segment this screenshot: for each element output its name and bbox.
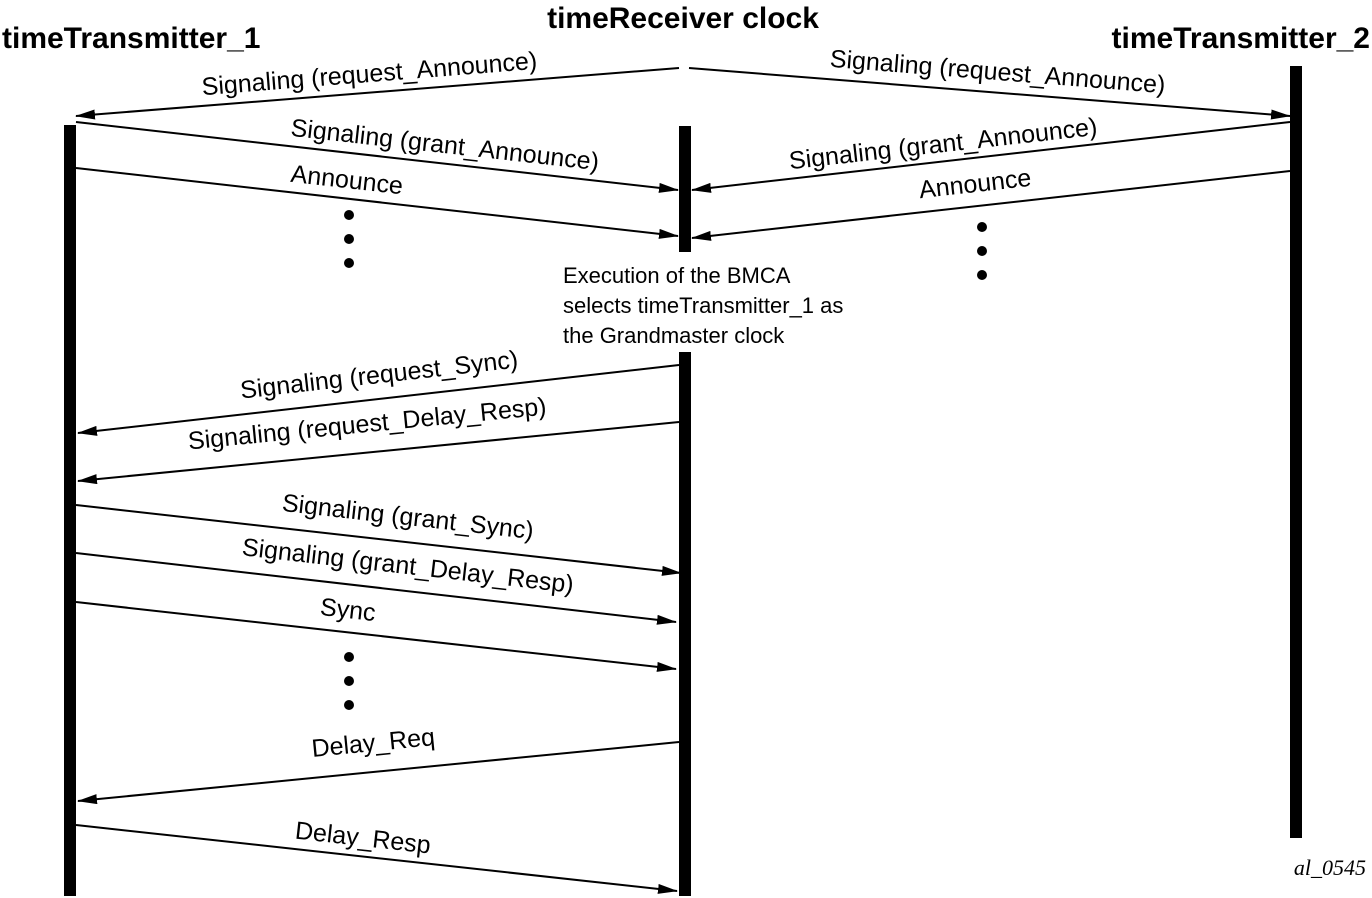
arrow-grant-announce-tx2 bbox=[691, 121, 1291, 193]
label-delay-resp: Delay_Resp bbox=[294, 817, 432, 860]
bmca-note-line-3: the Grandmaster clock bbox=[563, 323, 785, 348]
lifeline-time-transmitter-1 bbox=[64, 125, 76, 896]
arrow-request-announce-tx2 bbox=[688, 67, 1291, 120]
bmca-note: Execution of the BMCA selects timeTransm… bbox=[563, 263, 843, 348]
label-grant-announce-tx2: Signaling (grant_Announce) bbox=[788, 113, 1099, 175]
bmca-note-line-1: Execution of the BMCA bbox=[563, 263, 791, 288]
lifeline-time-receiver-lower bbox=[679, 352, 691, 896]
ellipsis-dots-sync bbox=[344, 652, 354, 710]
ellipsis-dots-tx1-announce bbox=[344, 210, 354, 268]
arrow-delay-resp bbox=[75, 824, 678, 894]
label-delay-req: Delay_Req bbox=[310, 723, 436, 763]
arrow-request-sync bbox=[77, 364, 680, 436]
arrow-announce-tx2 bbox=[691, 170, 1291, 241]
arrow-delay-req bbox=[77, 741, 680, 805]
arrow-grant-announce-tx1 bbox=[75, 121, 679, 193]
arrow-grant-sync bbox=[75, 504, 682, 576]
label-grant-sync: Signaling (grant_Sync) bbox=[281, 489, 535, 545]
label-announce-tx2: Announce bbox=[918, 164, 1033, 204]
arrow-grant-delay-resp bbox=[75, 552, 677, 625]
bmca-note-line-2: selects timeTransmitter_1 as bbox=[563, 293, 843, 318]
header-time-transmitter-1: timeTransmitter_1 bbox=[2, 22, 260, 55]
arrow-announce-tx1 bbox=[75, 167, 679, 239]
header-time-transmitter-2: timeTransmitter_2 bbox=[1112, 22, 1370, 55]
label-request-sync: Signaling (request_Sync) bbox=[239, 346, 520, 405]
arrow-request-delay-resp bbox=[77, 421, 680, 485]
arrow-request-announce-tx1 bbox=[75, 67, 680, 120]
label-sync: Sync bbox=[319, 593, 377, 627]
lifeline-time-receiver-upper bbox=[679, 126, 691, 252]
lifeline-time-transmitter-2 bbox=[1290, 66, 1302, 838]
ellipsis-dots-tx2-announce bbox=[977, 222, 987, 280]
figure-id: al_0545 bbox=[1294, 855, 1366, 880]
arrow-sync bbox=[75, 601, 677, 672]
header-time-receiver-clock: timeReceiver clock bbox=[547, 2, 819, 35]
